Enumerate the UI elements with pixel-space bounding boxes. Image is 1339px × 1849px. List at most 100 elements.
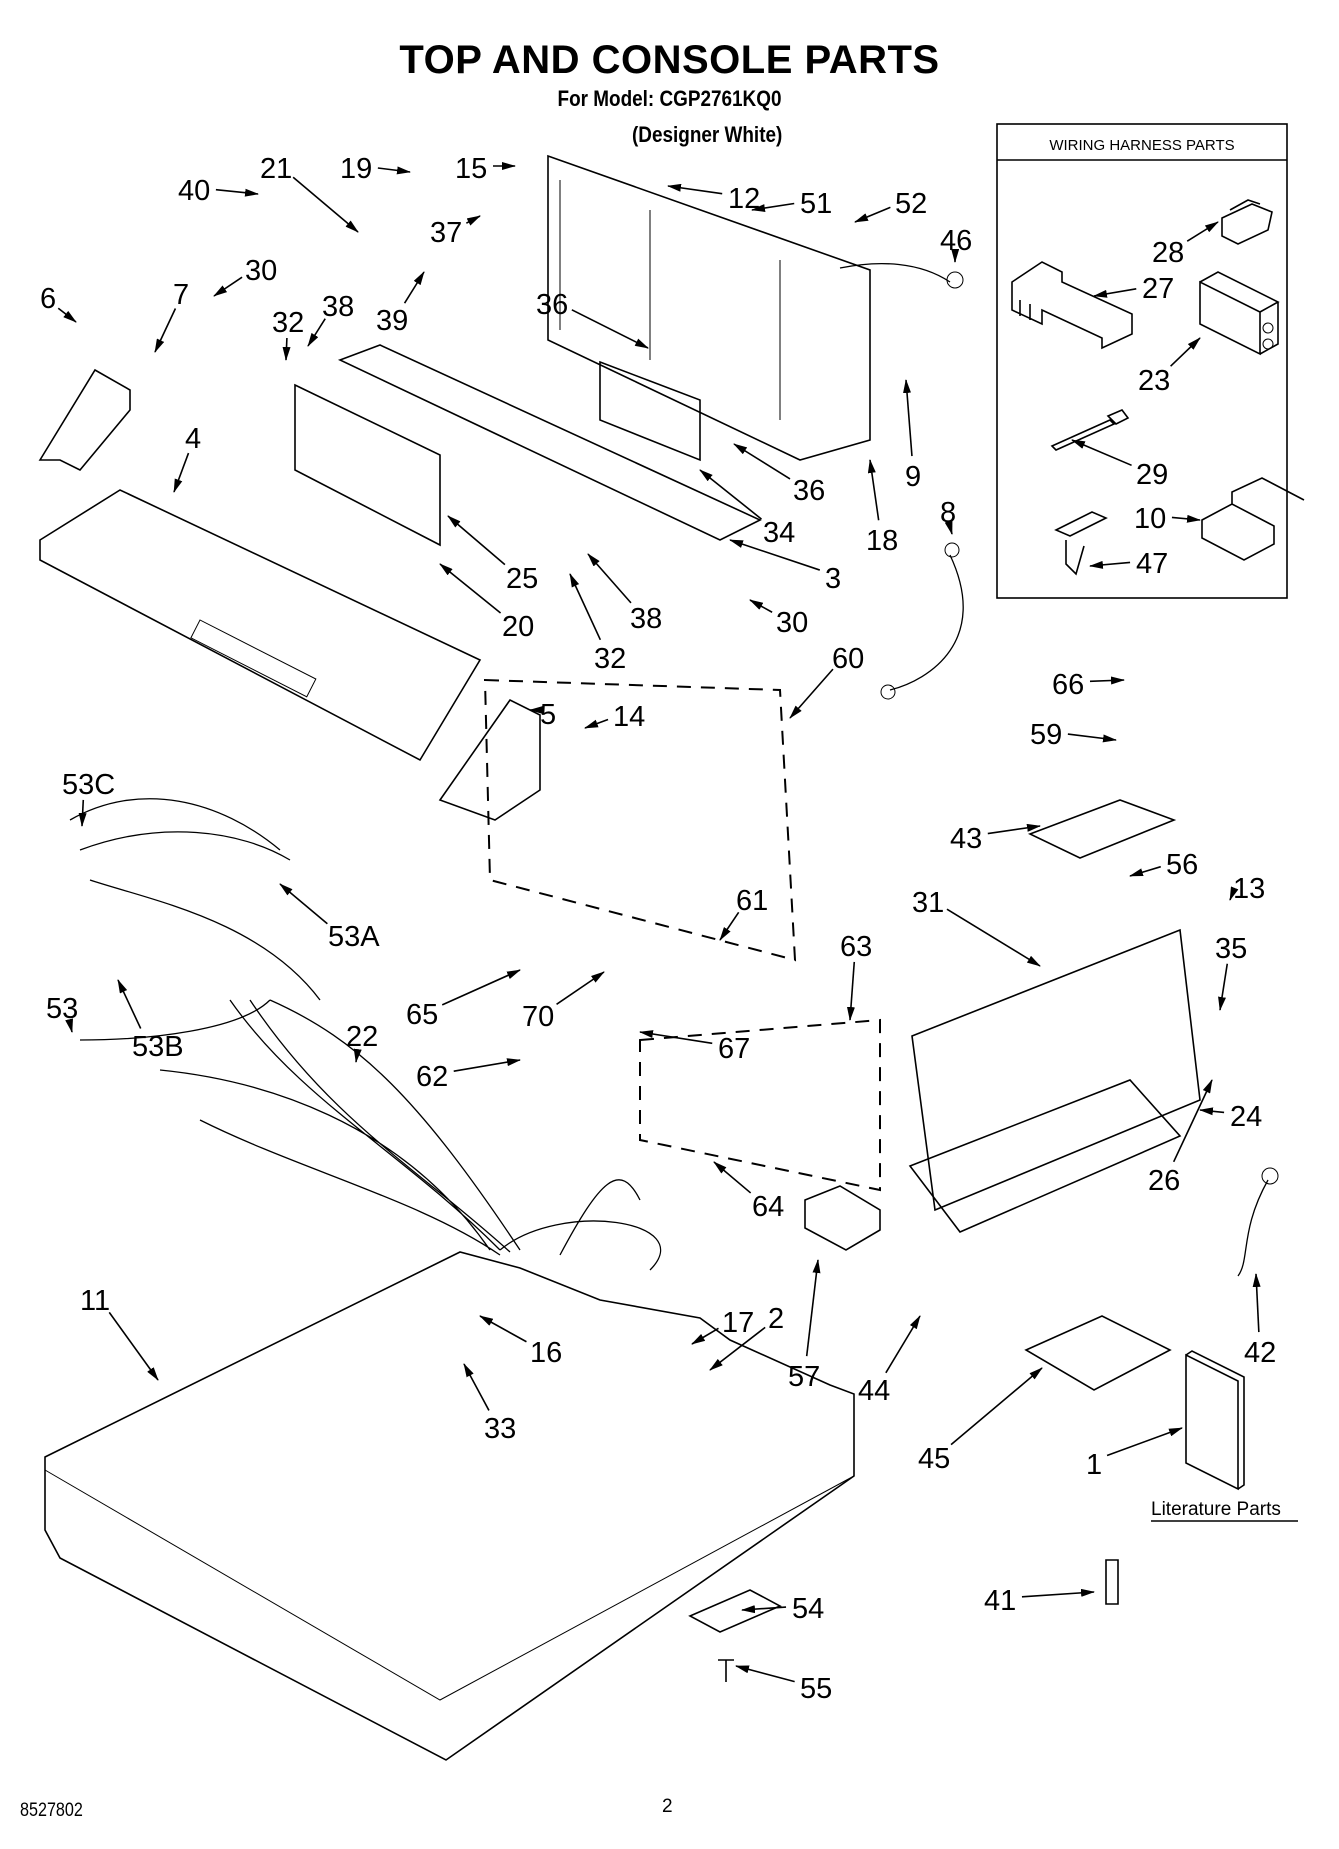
callout-label-38b: 38 (630, 603, 662, 635)
callout-label-32b: 32 (594, 643, 626, 675)
callout-label-25: 25 (506, 563, 538, 595)
callout-label-33: 33 (484, 1413, 516, 1445)
callout-leader-60 (789, 668, 834, 719)
cup-57-shape (804, 1185, 881, 1251)
assembly-63-outline (639, 1018, 881, 1192)
wiring-harness-frame (996, 123, 1288, 599)
callout-label-53: 53 (46, 993, 78, 1025)
ground-ring-8 (944, 542, 960, 558)
callout-leader-28 (1186, 221, 1219, 242)
callout-label-70: 70 (522, 1001, 554, 1033)
callout-label-52: 52 (895, 188, 927, 220)
callout-leader-13 (1229, 886, 1239, 901)
callout-leader-30a (213, 276, 243, 297)
callout-leader-51 (751, 202, 795, 212)
callout-leader-21 (292, 176, 359, 233)
callout-label-36b: 36 (793, 475, 825, 507)
callout-label-24: 24 (1230, 1101, 1262, 1133)
callout-leader-64 (713, 1161, 752, 1194)
callout-label-35: 35 (1215, 933, 1247, 965)
callout-leader-55 (735, 1665, 795, 1683)
housing-31-shape (911, 928, 1201, 1212)
callout-leader-7 (154, 308, 177, 353)
callout-label-66: 66 (1052, 669, 1084, 701)
callout-label-2: 2 (768, 1303, 784, 1335)
callout-label-21: 21 (260, 153, 292, 185)
console-front-4-shape (39, 489, 482, 762)
connector-28-shape (1221, 199, 1273, 245)
callout-label-43: 43 (950, 823, 982, 855)
callout-label-9: 9 (905, 461, 921, 493)
callout-leader-63 (846, 961, 856, 1021)
callout-leader-56 (1129, 865, 1161, 877)
callout-leader-18 (867, 459, 880, 521)
callout-leader-38a (307, 318, 326, 347)
callout-leader-37 (465, 215, 481, 226)
connector-23-port (1262, 338, 1274, 350)
document-code: 8527802 (20, 1800, 83, 1821)
callout-label-15: 15 (455, 153, 487, 185)
callout-leader-33 (463, 1363, 490, 1411)
part-41-shape (1105, 1559, 1119, 1605)
callout-label-53a: 53A (328, 921, 380, 953)
connector-10-shape (1201, 477, 1305, 561)
callout-label-16: 16 (530, 1337, 562, 1369)
callout-label-64: 64 (752, 1191, 784, 1223)
harness-53-wires (69, 798, 321, 1041)
callout-leader-67 (639, 1030, 713, 1045)
callout-leader-47 (1089, 560, 1131, 569)
callout-leader-40 (215, 188, 259, 197)
literature-booklet-shape (1185, 1350, 1245, 1491)
callout-leader-9 (903, 379, 913, 457)
callout-leader-19 (377, 166, 411, 175)
callout-label-22: 22 (346, 1021, 378, 1053)
end-cap-5-shape (438, 698, 541, 821)
callout-label-4: 4 (185, 423, 201, 455)
bracket-54-shape (688, 1589, 782, 1633)
clip-47-shape (1054, 511, 1108, 576)
callout-label-37: 37 (430, 217, 462, 249)
callout-label-6: 6 (40, 283, 56, 315)
ground-wire-8 (889, 554, 964, 691)
callout-label-41: 41 (984, 1585, 1016, 1617)
callout-label-11: 11 (80, 1285, 110, 1317)
callout-leader-59 (1067, 733, 1117, 743)
callout-leader-2 (709, 1326, 766, 1371)
callout-label-45: 45 (918, 1443, 950, 1475)
callout-label-44: 44 (858, 1375, 890, 1407)
connector-27-shape (1011, 261, 1133, 350)
callout-leader-65 (441, 969, 521, 1006)
callout-leader-32a (282, 337, 291, 361)
callout-label-56: 56 (1166, 849, 1198, 881)
callout-leader-20 (439, 563, 502, 614)
callout-label-29: 29 (1136, 459, 1168, 491)
callout-label-8: 8 (940, 497, 956, 529)
callout-leader-43 (987, 823, 1041, 835)
callout-label-34: 34 (763, 517, 795, 549)
callout-leader-53b (117, 979, 142, 1029)
callout-label-63: 63 (840, 931, 872, 963)
callout-label-40: 40 (178, 175, 210, 207)
callout-label-17: 17 (722, 1307, 754, 1339)
model-variant: (Designer White) (632, 122, 783, 147)
callout-label-19: 19 (340, 153, 372, 185)
plate-44-shape (908, 1079, 1182, 1233)
callout-leader-12 (667, 183, 723, 195)
screw-55-shape (718, 1659, 734, 1682)
board-34-shape (599, 360, 701, 462)
callout-label-14: 14 (613, 701, 645, 733)
end-cap-6-shape (38, 368, 131, 471)
callout-label-47: 47 (1136, 548, 1168, 580)
callout-leader-45 (950, 1367, 1043, 1446)
callout-leader-23 (1170, 337, 1201, 367)
ground-ring-8b (880, 684, 896, 700)
callout-leader-31 (946, 908, 1041, 967)
literature-parts-group: Literature Parts (1151, 1350, 1298, 1522)
assembly-60-outline (483, 678, 797, 962)
callout-leader-16 (479, 1315, 527, 1343)
callout-label-20: 20 (502, 611, 534, 643)
callout-leader-35 (1218, 963, 1229, 1011)
callout-label-57: 57 (788, 1361, 820, 1393)
callout-label-18: 18 (866, 525, 898, 557)
